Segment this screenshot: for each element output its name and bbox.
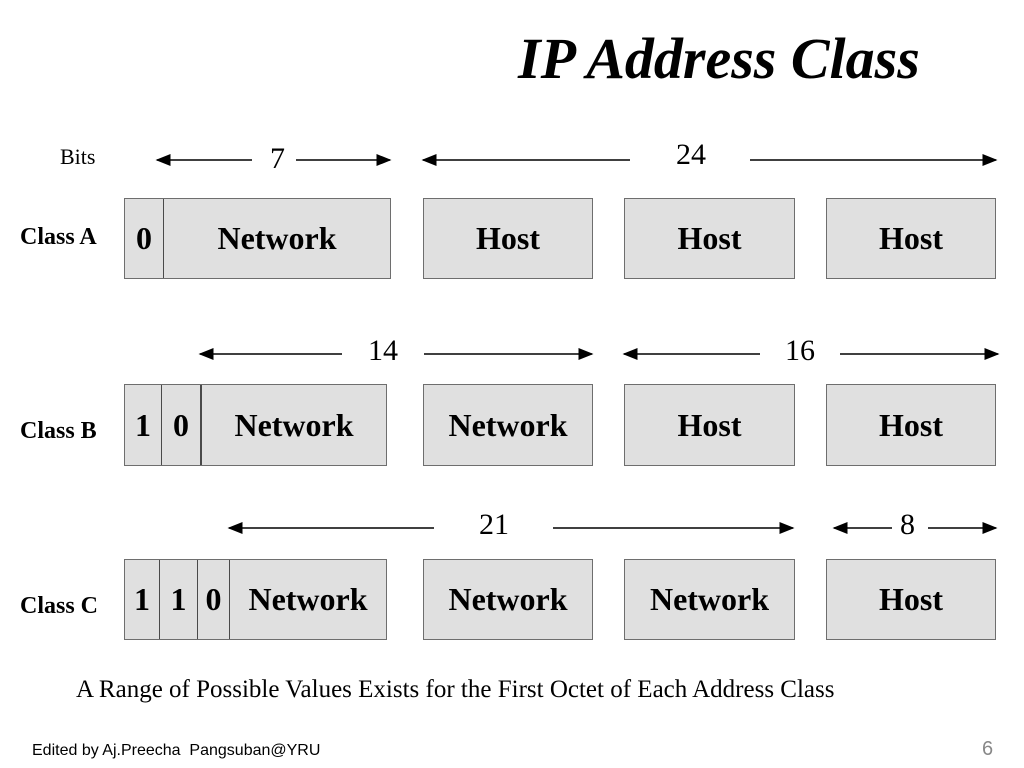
class-c-field-1: Network [248, 581, 368, 617]
class-a-octet-2: Host [423, 198, 593, 279]
class-a-leading-bit: 0 [125, 199, 164, 278]
class-c-leading-bit-2: 1 [160, 560, 198, 639]
class-a-octet-3: Host [624, 198, 795, 279]
class-a-label: Class A [20, 224, 97, 250]
page-number: 6 [982, 738, 994, 760]
class-b-network-bits: 14 [360, 336, 406, 366]
class-c-label: Class C [20, 593, 99, 619]
class-c-host-bits: 8 [894, 510, 921, 540]
class-b-octet-1: 1 0 Network [124, 384, 387, 466]
class-a-network-bits: 7 [262, 144, 293, 174]
class-c-leading-bit-1: 1 [125, 560, 160, 639]
class-b-leading-bit-1: 1 [125, 385, 162, 465]
class-b-field-1: Network [234, 406, 354, 443]
class-c-octet-1: 1 1 0 Network [124, 559, 387, 640]
bits-label: Bits [60, 144, 96, 169]
class-a-octet-4: Host [826, 198, 996, 279]
class-c-network-bits: 21 [471, 510, 517, 540]
slide-title: IP Address Class [518, 26, 920, 91]
class-c-leading-bit-3: 0 [198, 560, 230, 639]
caption: A Range of Possible Values Exists for th… [76, 676, 835, 703]
class-b-label: Class B [20, 418, 97, 444]
class-b-octet-3: Host [624, 384, 795, 466]
class-a-host-bits: 24 [668, 140, 714, 170]
class-b-octet-2: Network [423, 384, 593, 466]
class-b-leading-bit-2: 0 [162, 385, 202, 465]
class-c-octet-4: Host [826, 559, 996, 640]
class-b-host-bits: 16 [777, 336, 823, 366]
class-b-octet-4: Host [826, 384, 996, 466]
class-c-octet-3: Network [624, 559, 795, 640]
class-a-octet-1: 0 Network [124, 198, 391, 279]
footer-credit: Edited by Aj.Preecha Pangsuban@YRU [32, 742, 321, 759]
class-a-field-1: Network [217, 220, 337, 256]
class-c-octet-2: Network [423, 559, 593, 640]
